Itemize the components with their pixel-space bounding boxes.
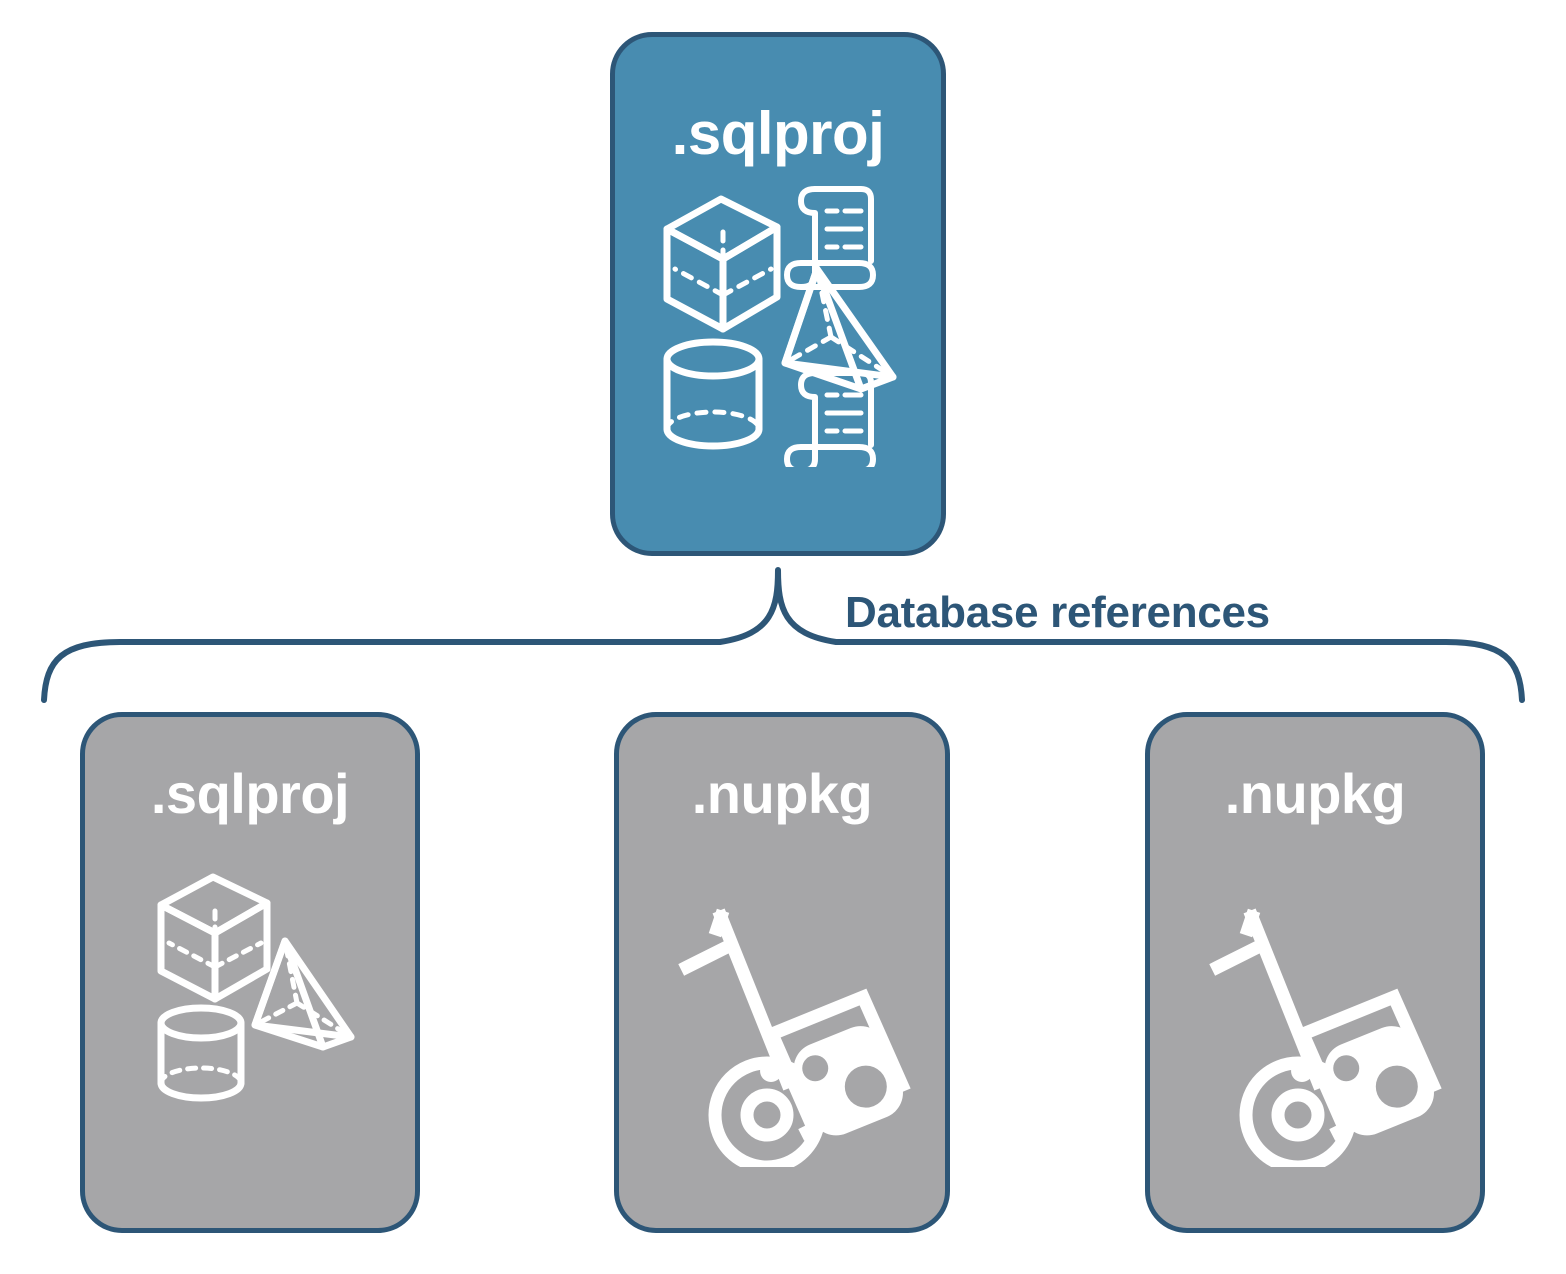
nuget-icon-group (1190, 867, 1450, 1174)
reference-card-nupkg-1[interactable]: .nupkg (614, 712, 950, 1233)
root-sqlproj-card[interactable]: .sqlproj (610, 32, 946, 556)
root-card-label: .sqlproj (671, 100, 885, 167)
cylinder-icon (663, 338, 763, 450)
cube-icon (157, 873, 271, 1003)
reference-card-label: .nupkg (1224, 762, 1406, 825)
reference-card-nupkg-2[interactable]: .nupkg (1145, 712, 1485, 1233)
nuget-hand-truck-icon (1209, 908, 1442, 1174)
nuget-hand-truck-icon (678, 908, 911, 1174)
brace-label: Database references (845, 588, 1270, 637)
pyramid-icon (251, 937, 355, 1051)
sqlproj-icon-group (153, 865, 363, 1105)
script-scroll-icon (784, 186, 876, 290)
reference-card-label: .nupkg (691, 762, 873, 825)
reference-card-sqlproj[interactable]: .sqlproj (80, 712, 420, 1233)
cube-icon (663, 195, 781, 333)
root-card-icon-group (655, 177, 911, 474)
nuget-icon-group (659, 867, 919, 1174)
database-references-brace (41, 567, 1525, 703)
cylinder-icon (157, 1004, 245, 1102)
reference-card-label: .sqlproj (150, 762, 350, 825)
